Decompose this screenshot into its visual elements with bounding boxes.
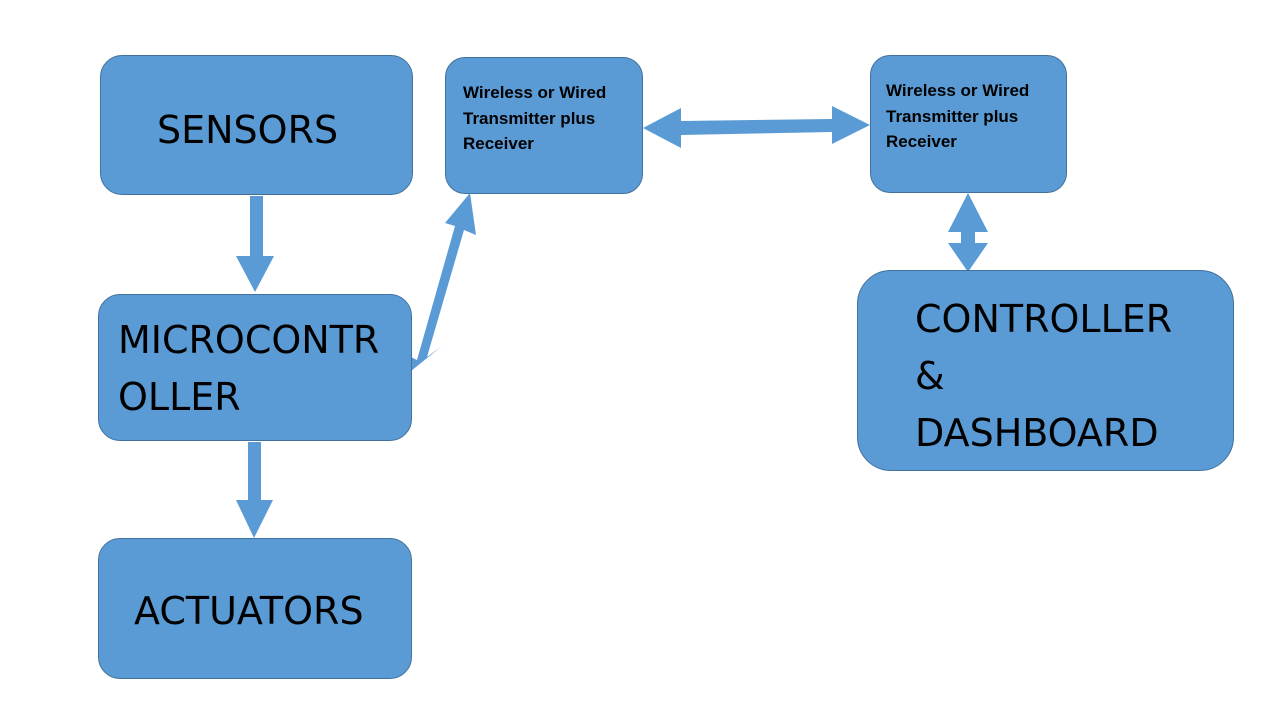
actuators-box: ACTUATORS: [98, 538, 412, 679]
transceiver-right-label: Wireless or Wired Transmitter plus Recei…: [886, 81, 1030, 151]
sensors-label: SENSORS: [157, 108, 339, 152]
arrow-sensors-to-microcontroller: [236, 196, 274, 292]
arrow-microcontroller-to-transceiver: [411, 193, 476, 371]
actuators-label: ACTUATORS: [134, 589, 364, 633]
transceiver-left-label: Wireless or Wired Transmitter plus Recei…: [463, 83, 607, 153]
microcontroller-box: MICROCONTR OLLER: [98, 294, 412, 441]
controller-dashboard-label: CONTROLLER & DASHBOARD: [915, 297, 1173, 455]
arrow-microcontroller-to-actuators: [236, 442, 273, 538]
transceiver-left-box: Wireless or Wired Transmitter plus Recei…: [445, 57, 643, 194]
arrow-transceiver-controller-bidirectional: [948, 193, 988, 272]
arrow-transceiver-bidirectional: [643, 106, 870, 148]
transceiver-right-box: Wireless or Wired Transmitter plus Recei…: [870, 55, 1067, 193]
sensors-box: SENSORS: [100, 55, 413, 195]
controller-dashboard-box: CONTROLLER & DASHBOARD: [857, 270, 1234, 471]
microcontroller-label: MICROCONTR OLLER: [118, 318, 380, 419]
